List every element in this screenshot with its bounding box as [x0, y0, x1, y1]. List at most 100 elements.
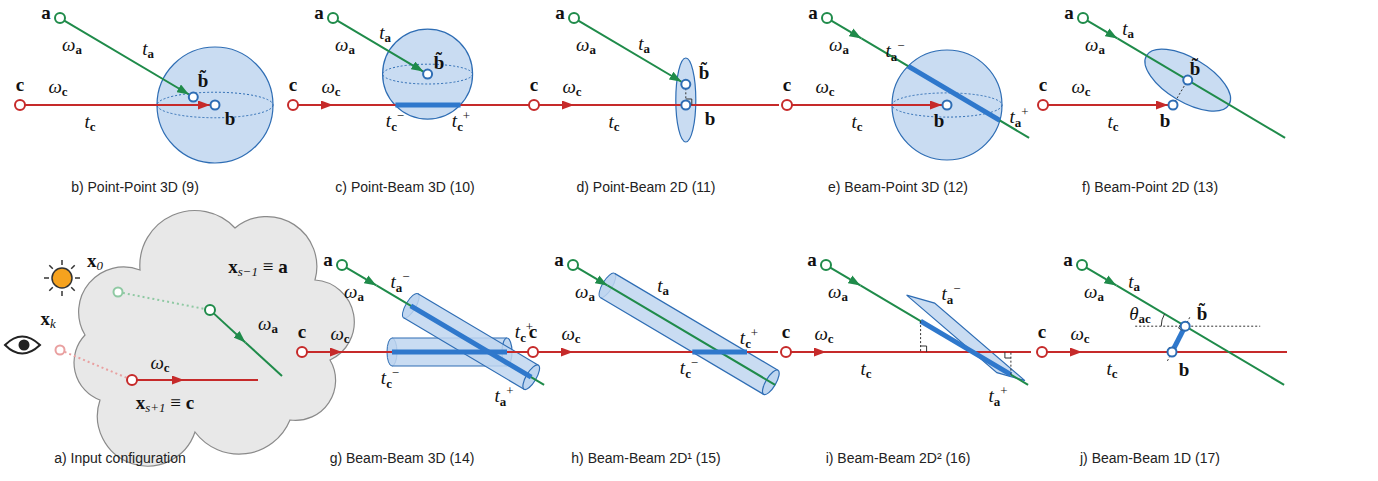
label-part: a — [1015, 115, 1021, 130]
vertex-dot — [1077, 260, 1087, 270]
beam-arrow — [298, 104, 333, 106]
label-part: + — [506, 383, 513, 398]
label-part: c — [782, 321, 790, 342]
sun-ray — [49, 287, 53, 291]
label-part: t — [680, 357, 685, 378]
label-part: + — [1021, 104, 1028, 119]
label-part: 0 — [97, 258, 103, 273]
math-label: ωc — [321, 77, 340, 100]
label-part: a — [589, 42, 595, 57]
kernel-disc — [1135, 37, 1240, 124]
label-part: ω — [48, 76, 61, 97]
label-part: c — [1113, 119, 1119, 134]
vertex-dot — [211, 101, 220, 110]
label-part: t — [1009, 106, 1014, 127]
panel-caption: d) Point-Beam 2D (11) — [576, 180, 715, 194]
beam-line — [376, 285, 544, 384]
label-part: t — [657, 275, 662, 296]
math-label: ωc — [814, 324, 833, 347]
math-label: tc — [1106, 359, 1117, 382]
label-part: t — [84, 111, 89, 132]
label-part: c — [186, 392, 194, 413]
label-part: ω — [1070, 323, 1083, 344]
label-part: x — [136, 392, 146, 413]
label-part: b — [225, 108, 236, 129]
cylinder-body — [404, 294, 539, 389]
vertex-dot — [189, 93, 198, 102]
label-part: t — [1122, 18, 1127, 39]
vertex-dot — [821, 260, 831, 270]
panel-caption: j) Beam-Beam 1D (17) — [1080, 451, 1220, 465]
math-label: c — [782, 322, 790, 341]
vertex-dot — [1078, 13, 1088, 23]
sun-ray — [61, 291, 63, 296]
label-part: b) Point-Point 3D (9) — [71, 179, 199, 195]
label-part: t — [381, 367, 386, 388]
math-label: tc+ — [452, 110, 470, 134]
vertex-dot — [681, 101, 690, 110]
beam-line — [826, 351, 1031, 353]
sun-ray — [71, 265, 75, 269]
label-part: c — [520, 330, 526, 345]
cylinder-body — [600, 273, 778, 394]
right-angle-mark — [921, 346, 927, 352]
math-label: ta — [379, 23, 391, 46]
vertex-dot — [114, 288, 123, 297]
math-label: ta — [657, 276, 669, 299]
label-part: b — [705, 108, 716, 129]
label-part: a — [357, 289, 363, 304]
label-part: a — [1064, 2, 1074, 23]
panel-caption: e) Beam-Point 3D (12) — [828, 180, 968, 194]
label-part: a — [891, 49, 897, 64]
math-label: ta− — [885, 40, 904, 64]
label-part: t — [390, 271, 395, 292]
label-part: c — [16, 74, 24, 95]
beam-line — [184, 379, 258, 381]
label-part: c) Point-Beam 3D (10) — [335, 179, 474, 195]
sun-ray — [44, 277, 49, 279]
label-part: c — [866, 366, 872, 381]
label-part: c — [386, 376, 392, 391]
math-label: tc — [608, 112, 619, 135]
math-label: a — [323, 250, 333, 269]
label-part: t — [142, 38, 147, 59]
label-part: c — [344, 331, 350, 346]
label-part: a — [1127, 26, 1133, 41]
label-part: ω — [344, 281, 357, 302]
math-label: ωa — [344, 282, 364, 305]
vertex-dot — [423, 70, 432, 79]
sun-ray — [61, 260, 63, 265]
beam-line — [1117, 38, 1285, 137]
label-part: t — [851, 111, 856, 132]
label-part: ω — [1071, 76, 1084, 97]
math-label: tc− — [381, 367, 399, 391]
beam-line — [573, 351, 778, 353]
math-label: ta− — [941, 283, 960, 307]
label-part: a — [323, 249, 333, 270]
medium-cloud — [74, 211, 354, 467]
figure-panel — [782, 13, 1029, 160]
label-part: a — [396, 280, 402, 295]
label-part: − — [897, 38, 904, 53]
sun-ray — [71, 287, 75, 291]
math-label: ta+ — [494, 385, 513, 409]
figure-panel — [288, 13, 538, 119]
label-part: t — [515, 321, 520, 342]
figure-panel — [781, 260, 1031, 385]
vertex-dot — [1037, 347, 1047, 357]
math-label: xs−1 ≡ a — [228, 257, 287, 280]
label-part: θ — [1129, 303, 1138, 324]
kernel-disc — [676, 58, 696, 142]
math-label: a — [554, 250, 564, 269]
label-part: b — [1160, 110, 1171, 131]
math-label: ta+ — [988, 385, 1007, 409]
label-part: b̃ — [1190, 58, 1201, 79]
math-label: b̃ — [1190, 59, 1201, 78]
math-label: tc− — [680, 357, 698, 381]
math-label: c — [530, 75, 538, 94]
panel-caption: a) Input configuration — [54, 451, 186, 465]
label-part: ω — [321, 76, 334, 97]
vertex-dot — [205, 305, 215, 315]
label-part: ω — [1085, 34, 1098, 55]
